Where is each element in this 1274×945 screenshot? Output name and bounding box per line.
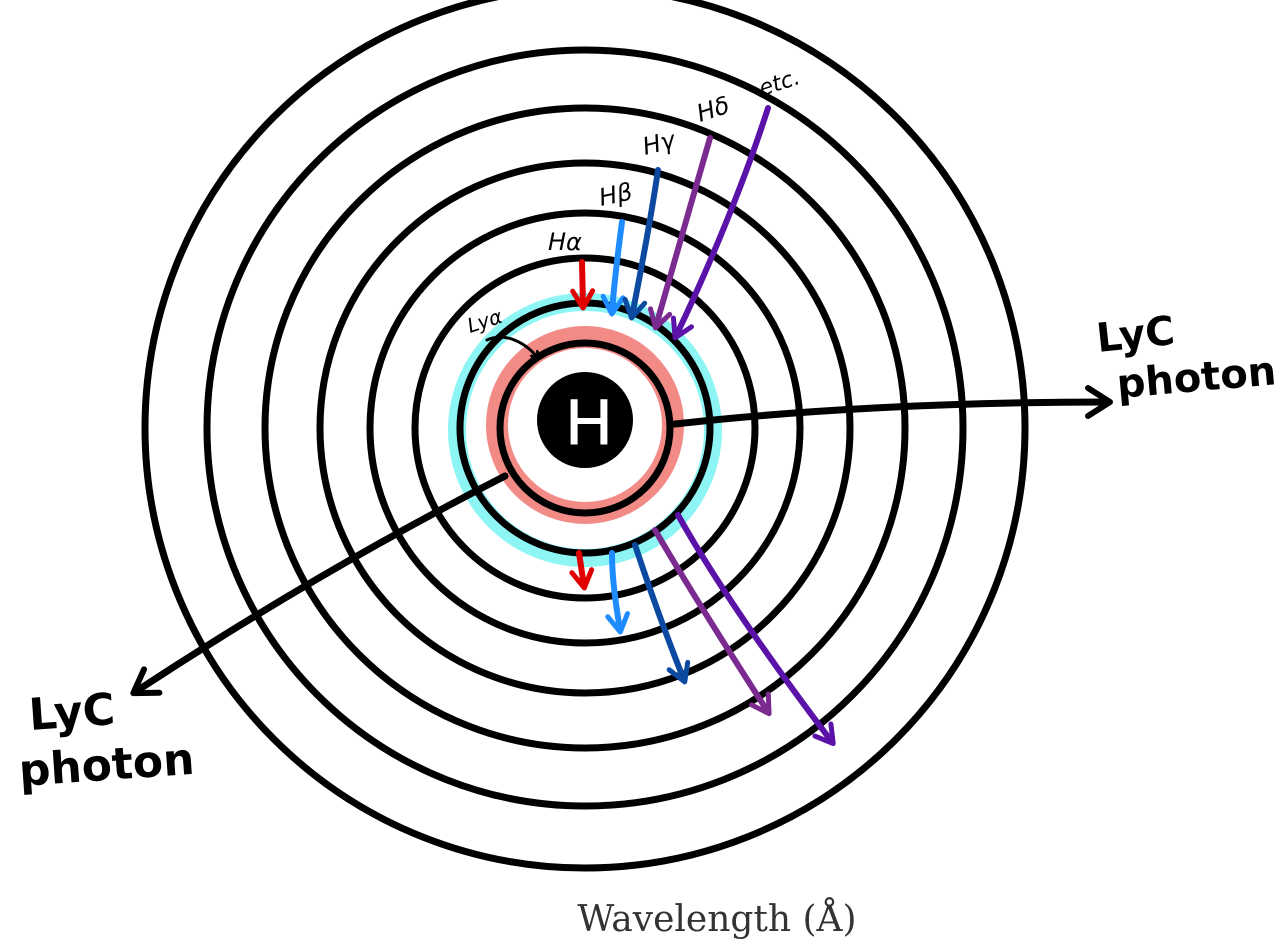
energy-level-7 <box>203 46 967 810</box>
etc-label: etc. <box>756 65 803 102</box>
energy-level-6 <box>261 104 909 752</box>
h-delta-label: Hδ <box>693 91 733 128</box>
energy-level-3 <box>411 254 759 602</box>
h-alpha-arrow-out <box>569 550 595 591</box>
h-delta-arrow-in <box>648 135 713 331</box>
h-beta-label: Hβ <box>596 178 634 212</box>
energy-level-1 <box>496 339 674 517</box>
x-axis-label: Wavelength (Å) <box>577 898 856 940</box>
energy-level-5 <box>316 159 854 697</box>
lyc-photon-arrow-left <box>130 472 509 697</box>
h-gamma-arrow-out <box>632 542 691 685</box>
h-beta-arrow-out <box>605 550 631 635</box>
energy-levels <box>141 0 1029 872</box>
h-beta-arrow-in <box>600 219 626 317</box>
photon-label-left: photon <box>17 734 196 797</box>
h-delta-arrow-out <box>652 527 772 717</box>
h-gamma-arrow-in <box>622 167 661 321</box>
nucleus <box>537 372 633 468</box>
energy-level-4 <box>366 209 804 647</box>
lyc-label-left: LyC <box>27 684 116 741</box>
lyc-photon-arrow-right <box>671 385 1113 428</box>
energy-level-8 <box>141 0 1029 872</box>
etc-arrow-out <box>675 512 836 747</box>
ly-alpha-arrow <box>485 335 538 358</box>
nucleus-label: H <box>566 386 612 458</box>
h-alpha-label: Hα <box>548 228 582 256</box>
h-gamma-label: Hγ <box>640 125 680 160</box>
h-alpha-arrow-in <box>570 259 596 311</box>
lyc-label-right: LyC <box>1094 308 1177 362</box>
etc-arrow-in <box>670 105 771 341</box>
